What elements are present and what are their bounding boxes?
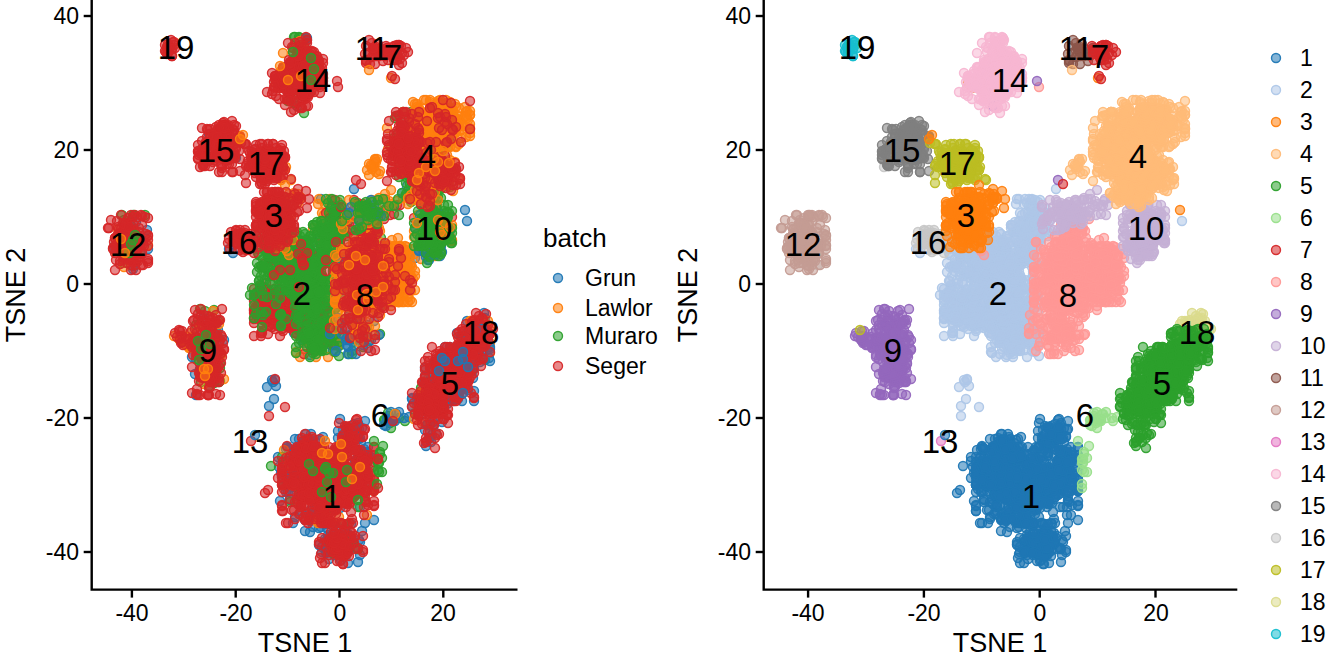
svg-text:17: 17 xyxy=(248,145,285,182)
svg-text:-40: -40 xyxy=(46,539,79,565)
svg-text:17: 17 xyxy=(1300,557,1326,583)
svg-text:TSNE 1: TSNE 1 xyxy=(953,628,1048,658)
svg-text:7: 7 xyxy=(1091,38,1109,75)
svg-text:12: 12 xyxy=(110,226,147,263)
svg-text:1: 1 xyxy=(1300,45,1313,71)
svg-text:9: 9 xyxy=(199,332,217,369)
svg-text:18: 18 xyxy=(1300,589,1326,615)
svg-text:5: 5 xyxy=(441,365,459,402)
svg-text:40: 40 xyxy=(53,3,79,29)
svg-text:14: 14 xyxy=(295,62,332,99)
svg-text:19: 19 xyxy=(839,29,876,66)
svg-text:1: 1 xyxy=(323,478,341,515)
svg-text:Seger: Seger xyxy=(585,353,647,379)
svg-text:15: 15 xyxy=(1300,493,1326,519)
svg-text:-20: -20 xyxy=(718,405,751,431)
svg-text:10: 10 xyxy=(1300,333,1326,359)
svg-text:4: 4 xyxy=(1300,141,1313,167)
svg-text:2: 2 xyxy=(1300,77,1313,103)
svg-text:-20: -20 xyxy=(46,405,79,431)
svg-text:0: 0 xyxy=(1034,600,1047,626)
svg-text:0: 0 xyxy=(738,271,751,297)
svg-text:20: 20 xyxy=(1143,600,1169,626)
svg-text:11: 11 xyxy=(1059,30,1093,67)
svg-text:10: 10 xyxy=(416,210,453,247)
svg-text:15: 15 xyxy=(884,132,921,169)
svg-text:1: 1 xyxy=(1022,478,1040,515)
svg-text:4: 4 xyxy=(1129,138,1147,175)
svg-text:20: 20 xyxy=(430,600,456,626)
svg-text:5: 5 xyxy=(1153,365,1171,402)
svg-text:8: 8 xyxy=(1300,269,1313,295)
svg-text:Lawlor: Lawlor xyxy=(585,295,653,321)
svg-text:12: 12 xyxy=(1300,397,1326,423)
svg-text:TSNE 1: TSNE 1 xyxy=(258,628,353,658)
svg-text:-20: -20 xyxy=(219,600,252,626)
svg-text:16: 16 xyxy=(910,224,947,261)
svg-text:batch: batch xyxy=(543,223,607,253)
svg-text:12: 12 xyxy=(785,226,822,263)
svg-text:7: 7 xyxy=(1300,237,1313,263)
svg-text:6: 6 xyxy=(371,397,389,434)
svg-text:16: 16 xyxy=(1300,525,1326,551)
svg-text:20: 20 xyxy=(53,137,79,163)
svg-text:13: 13 xyxy=(232,423,269,460)
svg-text:10: 10 xyxy=(1128,210,1165,247)
svg-text:Grun: Grun xyxy=(585,265,636,291)
svg-text:2: 2 xyxy=(293,275,311,312)
svg-text:14: 14 xyxy=(1300,461,1326,487)
svg-text:9: 9 xyxy=(1300,301,1313,327)
svg-text:17: 17 xyxy=(939,145,976,182)
svg-text:TSNE 2: TSNE 2 xyxy=(673,248,703,343)
svg-text:6: 6 xyxy=(1076,397,1094,434)
svg-text:19: 19 xyxy=(1300,621,1326,647)
svg-text:18: 18 xyxy=(1179,314,1216,351)
svg-text:3: 3 xyxy=(265,197,283,234)
svg-text:-40: -40 xyxy=(791,600,824,626)
svg-text:-40: -40 xyxy=(718,539,751,565)
svg-text:14: 14 xyxy=(992,62,1029,99)
svg-text:3: 3 xyxy=(1300,109,1313,135)
svg-text:8: 8 xyxy=(356,277,374,314)
svg-text:8: 8 xyxy=(1059,277,1077,314)
svg-text:40: 40 xyxy=(725,3,751,29)
svg-text:-40: -40 xyxy=(115,600,148,626)
svg-text:18: 18 xyxy=(463,314,500,351)
svg-text:11: 11 xyxy=(1300,365,1324,391)
svg-text:15: 15 xyxy=(198,132,235,169)
svg-text:11: 11 xyxy=(355,30,389,67)
svg-text:-20: -20 xyxy=(907,600,940,626)
svg-text:6: 6 xyxy=(1300,205,1313,231)
svg-text:2: 2 xyxy=(989,275,1007,312)
svg-text:9: 9 xyxy=(884,332,902,369)
svg-text:19: 19 xyxy=(158,29,195,66)
svg-text:13: 13 xyxy=(1300,429,1326,455)
svg-text:0: 0 xyxy=(66,271,79,297)
svg-text:Muraro: Muraro xyxy=(585,323,658,349)
svg-text:3: 3 xyxy=(957,197,975,234)
svg-text:TSNE 2: TSNE 2 xyxy=(1,248,31,343)
svg-text:16: 16 xyxy=(221,224,258,261)
svg-text:5: 5 xyxy=(1300,173,1313,199)
svg-text:4: 4 xyxy=(418,138,436,175)
svg-text:13: 13 xyxy=(922,423,959,460)
svg-text:0: 0 xyxy=(334,600,347,626)
svg-text:20: 20 xyxy=(725,137,751,163)
